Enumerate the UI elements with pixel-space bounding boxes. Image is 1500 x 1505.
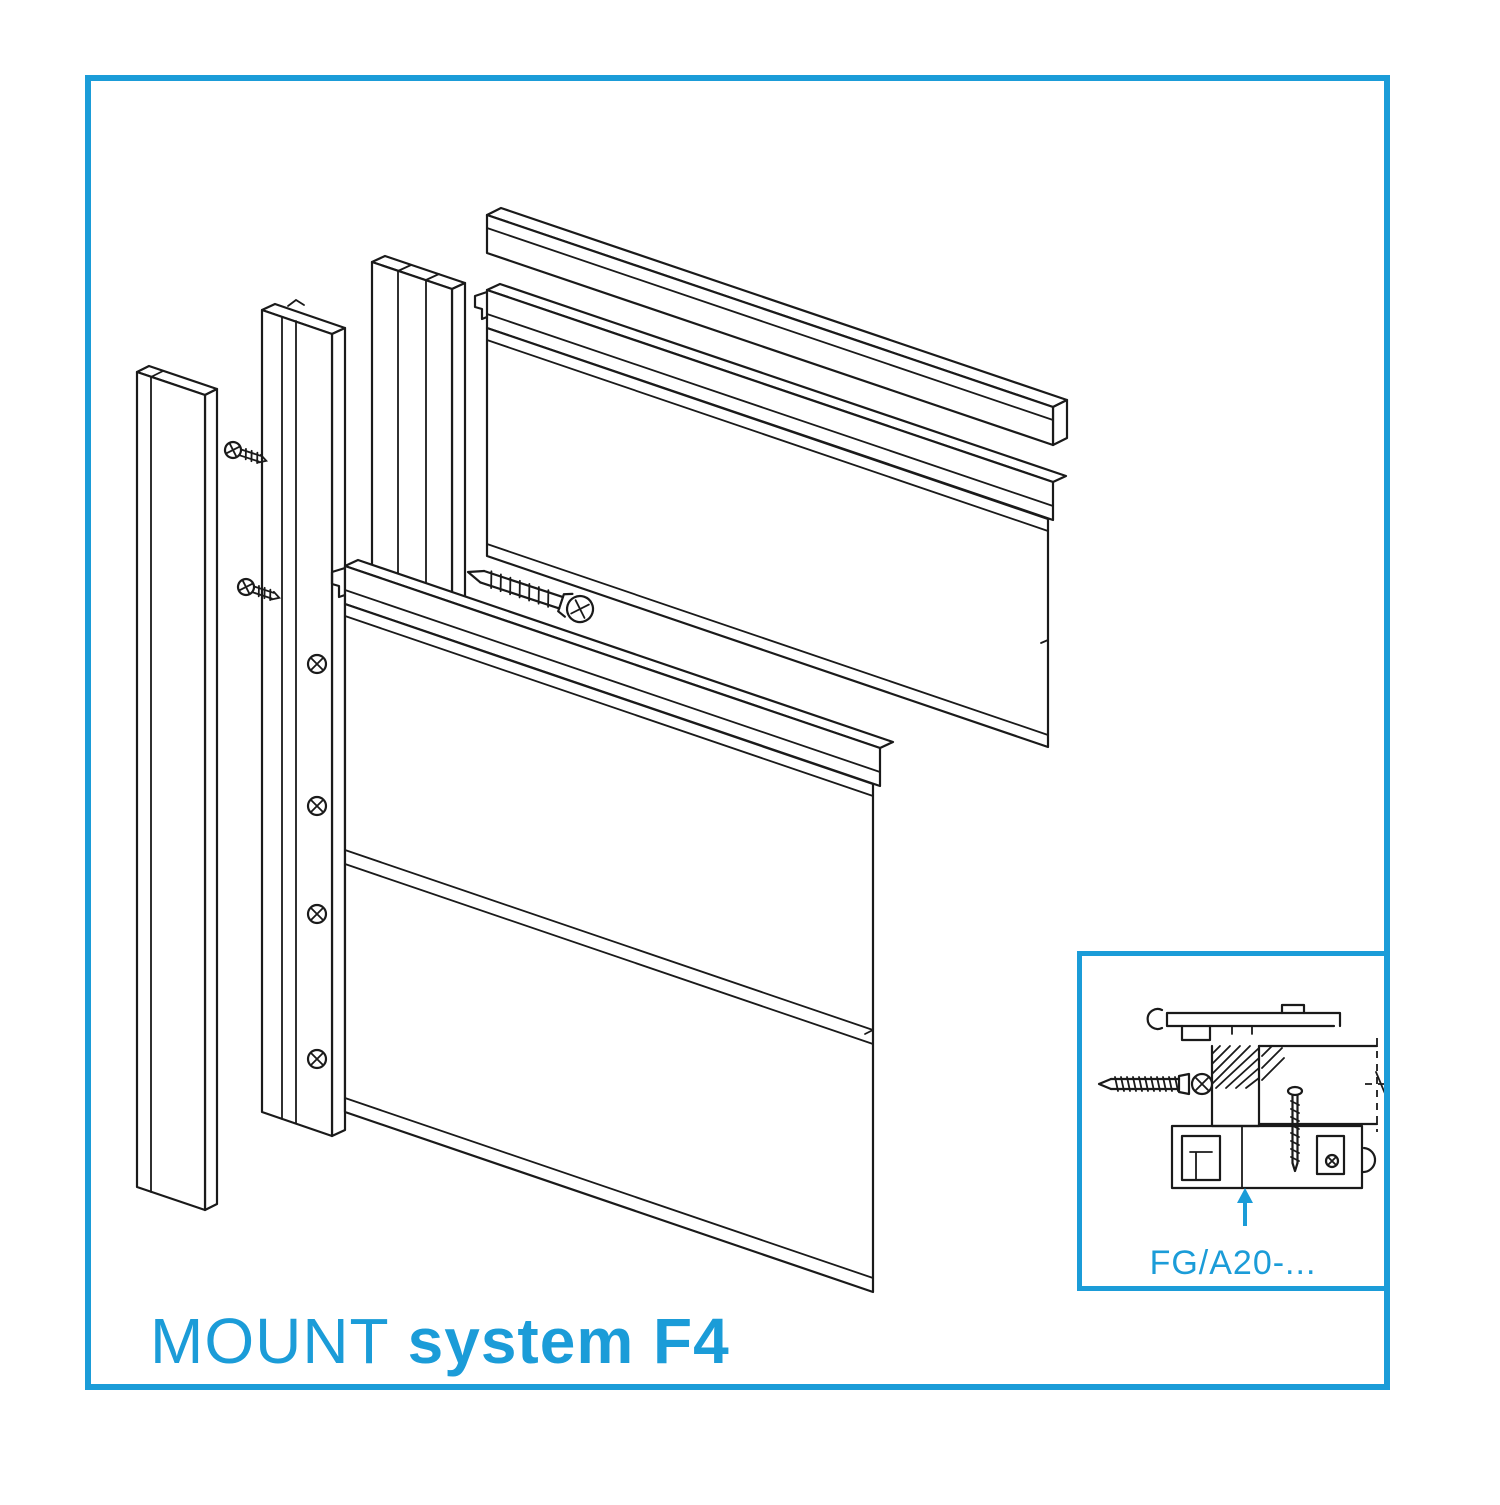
- bottom-profile-section: [1170, 1124, 1377, 1190]
- top-profile-section: [1146, 1003, 1342, 1042]
- wall-screw: [1097, 1072, 1214, 1096]
- loose-screw: [223, 440, 269, 464]
- fixing-screw-head: [306, 903, 328, 925]
- upper-channel-profile: [370, 254, 467, 609]
- cover-profile-left: [135, 364, 219, 1212]
- page-title-prefix: MOUNT: [150, 1305, 390, 1377]
- panel-screw: [1286, 1085, 1304, 1173]
- section-detail-drawing: [1097, 1003, 1384, 1226]
- fixing-screw-head: [306, 653, 328, 675]
- loose-screw: [236, 577, 282, 601]
- fixing-screw-head: [306, 1048, 328, 1070]
- upper-panel: [473, 282, 1068, 749]
- top-rail-bar: [485, 206, 1069, 447]
- profile-code-label: FG/A20-...: [1149, 1244, 1317, 1282]
- panel-edge-block: [1210, 1044, 1261, 1128]
- fixing-screw-head: [306, 795, 328, 817]
- mounting-profile: [223, 298, 347, 1138]
- page-title-suffix: system F4: [407, 1305, 730, 1377]
- panel-section: [1257, 1038, 1384, 1132]
- detail-inset-box: FG/A20-...: [1077, 951, 1389, 1291]
- lower-panels: [330, 558, 895, 1294]
- assembly-screw: [466, 569, 595, 624]
- callout-arrow: [1237, 1188, 1253, 1226]
